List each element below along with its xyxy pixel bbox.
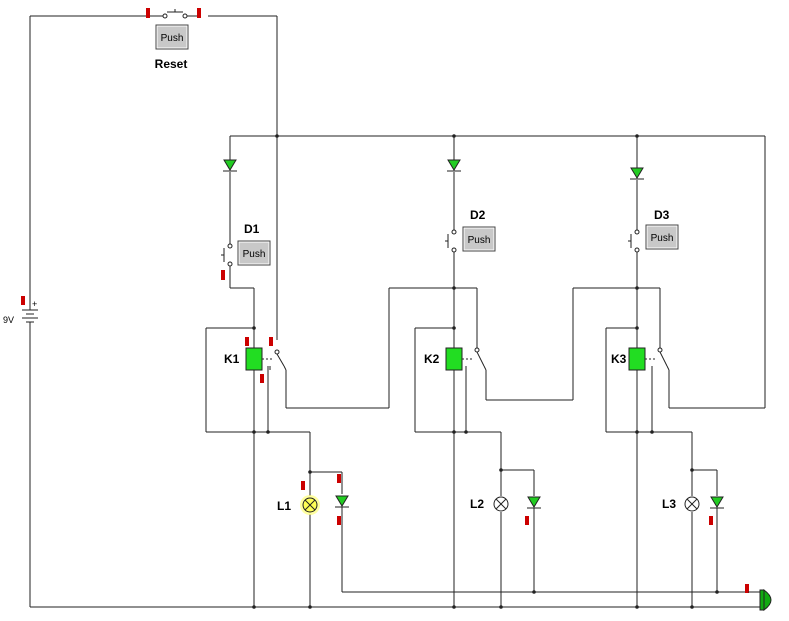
relay-k1 bbox=[245, 337, 287, 383]
k2-label: K2 bbox=[424, 352, 440, 366]
d1-label: D1 bbox=[244, 222, 260, 236]
diode-1 bbox=[223, 159, 237, 172]
l2-label: L2 bbox=[470, 497, 484, 511]
lamp-l2 bbox=[493, 496, 509, 512]
probe-marker bbox=[245, 337, 249, 346]
relay-k2 bbox=[445, 347, 487, 371]
reset-push-button[interactable]: Push bbox=[155, 24, 189, 50]
reset-switch bbox=[146, 8, 201, 19]
led-1 bbox=[335, 474, 349, 525]
probe-marker bbox=[337, 516, 341, 525]
d2-label: D2 bbox=[470, 208, 486, 222]
probe-marker bbox=[21, 296, 25, 305]
battery: + bbox=[21, 296, 38, 336]
probe-marker bbox=[301, 481, 305, 490]
probe-marker bbox=[197, 8, 201, 18]
probe-marker bbox=[525, 516, 529, 525]
relay-k3-coil bbox=[628, 347, 646, 371]
diode-2 bbox=[447, 159, 461, 172]
reset-label: Reset bbox=[155, 57, 188, 71]
d3-push-label: Push bbox=[651, 233, 674, 244]
buzzer bbox=[745, 584, 772, 611]
svg-text:+: + bbox=[32, 299, 37, 309]
battery-voltage-label: 9V bbox=[3, 315, 14, 325]
k3-label: K3 bbox=[611, 352, 627, 366]
l3-label: L3 bbox=[662, 497, 676, 511]
relay-k2-coil bbox=[445, 347, 463, 371]
l1-label: L1 bbox=[277, 499, 291, 513]
led-3 bbox=[709, 496, 724, 525]
d3-push-button[interactable]: Push bbox=[645, 224, 679, 250]
d2-push-button[interactable]: Push bbox=[462, 226, 496, 252]
d2-switch bbox=[445, 229, 457, 253]
junctions bbox=[252, 134, 719, 609]
probe-marker bbox=[269, 337, 273, 346]
probe-marker bbox=[260, 374, 264, 383]
d2-push-label: Push bbox=[468, 235, 491, 246]
reset-push-label: Push bbox=[161, 33, 184, 44]
probe-marker bbox=[221, 270, 225, 280]
d1-switch bbox=[221, 243, 233, 280]
led-2 bbox=[525, 496, 541, 525]
d1-push-button[interactable]: Push bbox=[237, 240, 271, 266]
k1-label: K1 bbox=[224, 352, 240, 366]
lamp-l1 bbox=[300, 481, 320, 515]
wiring bbox=[29, 15, 766, 608]
probe-marker bbox=[709, 516, 713, 525]
d3-label: D3 bbox=[654, 208, 670, 222]
diode-3 bbox=[630, 167, 644, 180]
relay-k3 bbox=[628, 347, 670, 371]
probe-marker bbox=[146, 8, 150, 18]
relay-k1-coil bbox=[245, 347, 263, 371]
probe-marker bbox=[337, 474, 341, 483]
d3-switch bbox=[628, 229, 640, 253]
lamp-l3 bbox=[684, 496, 700, 512]
d1-push-label: Push bbox=[243, 249, 266, 260]
probe-marker bbox=[745, 584, 749, 593]
